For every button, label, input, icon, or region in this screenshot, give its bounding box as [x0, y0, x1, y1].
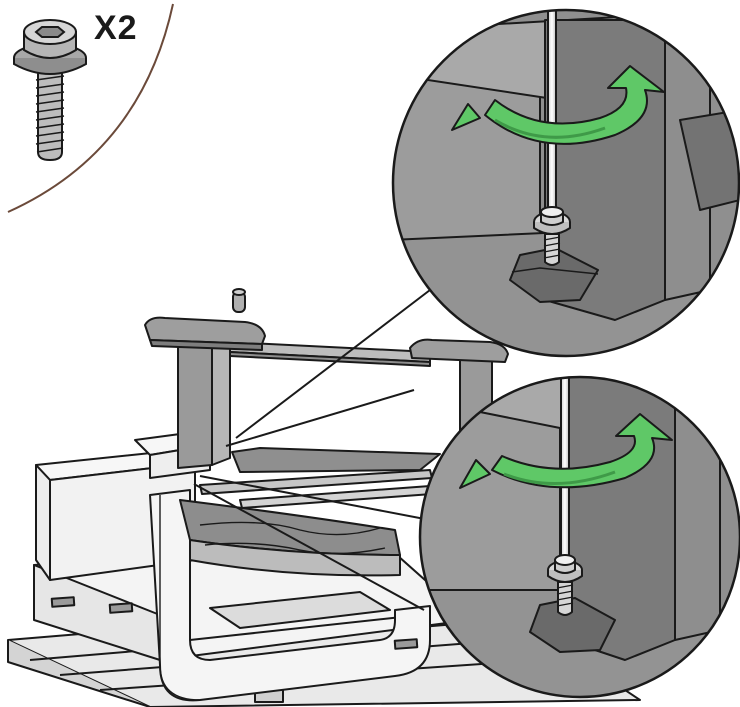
- quantity-label: X2: [94, 9, 138, 47]
- parts-callout-divider: [7, 3, 174, 213]
- screw-icon: [13, 19, 87, 162]
- pallet-and-packaging: [7, 431, 641, 707]
- detail-leader-lines: [193, 289, 431, 611]
- rotate-clockwise-arrow-icon: [459, 413, 673, 489]
- upper-leg-screw-detail: [391, 8, 740, 358]
- rotate-clockwise-arrow-icon: [451, 65, 665, 145]
- printer-stand: [144, 288, 509, 473]
